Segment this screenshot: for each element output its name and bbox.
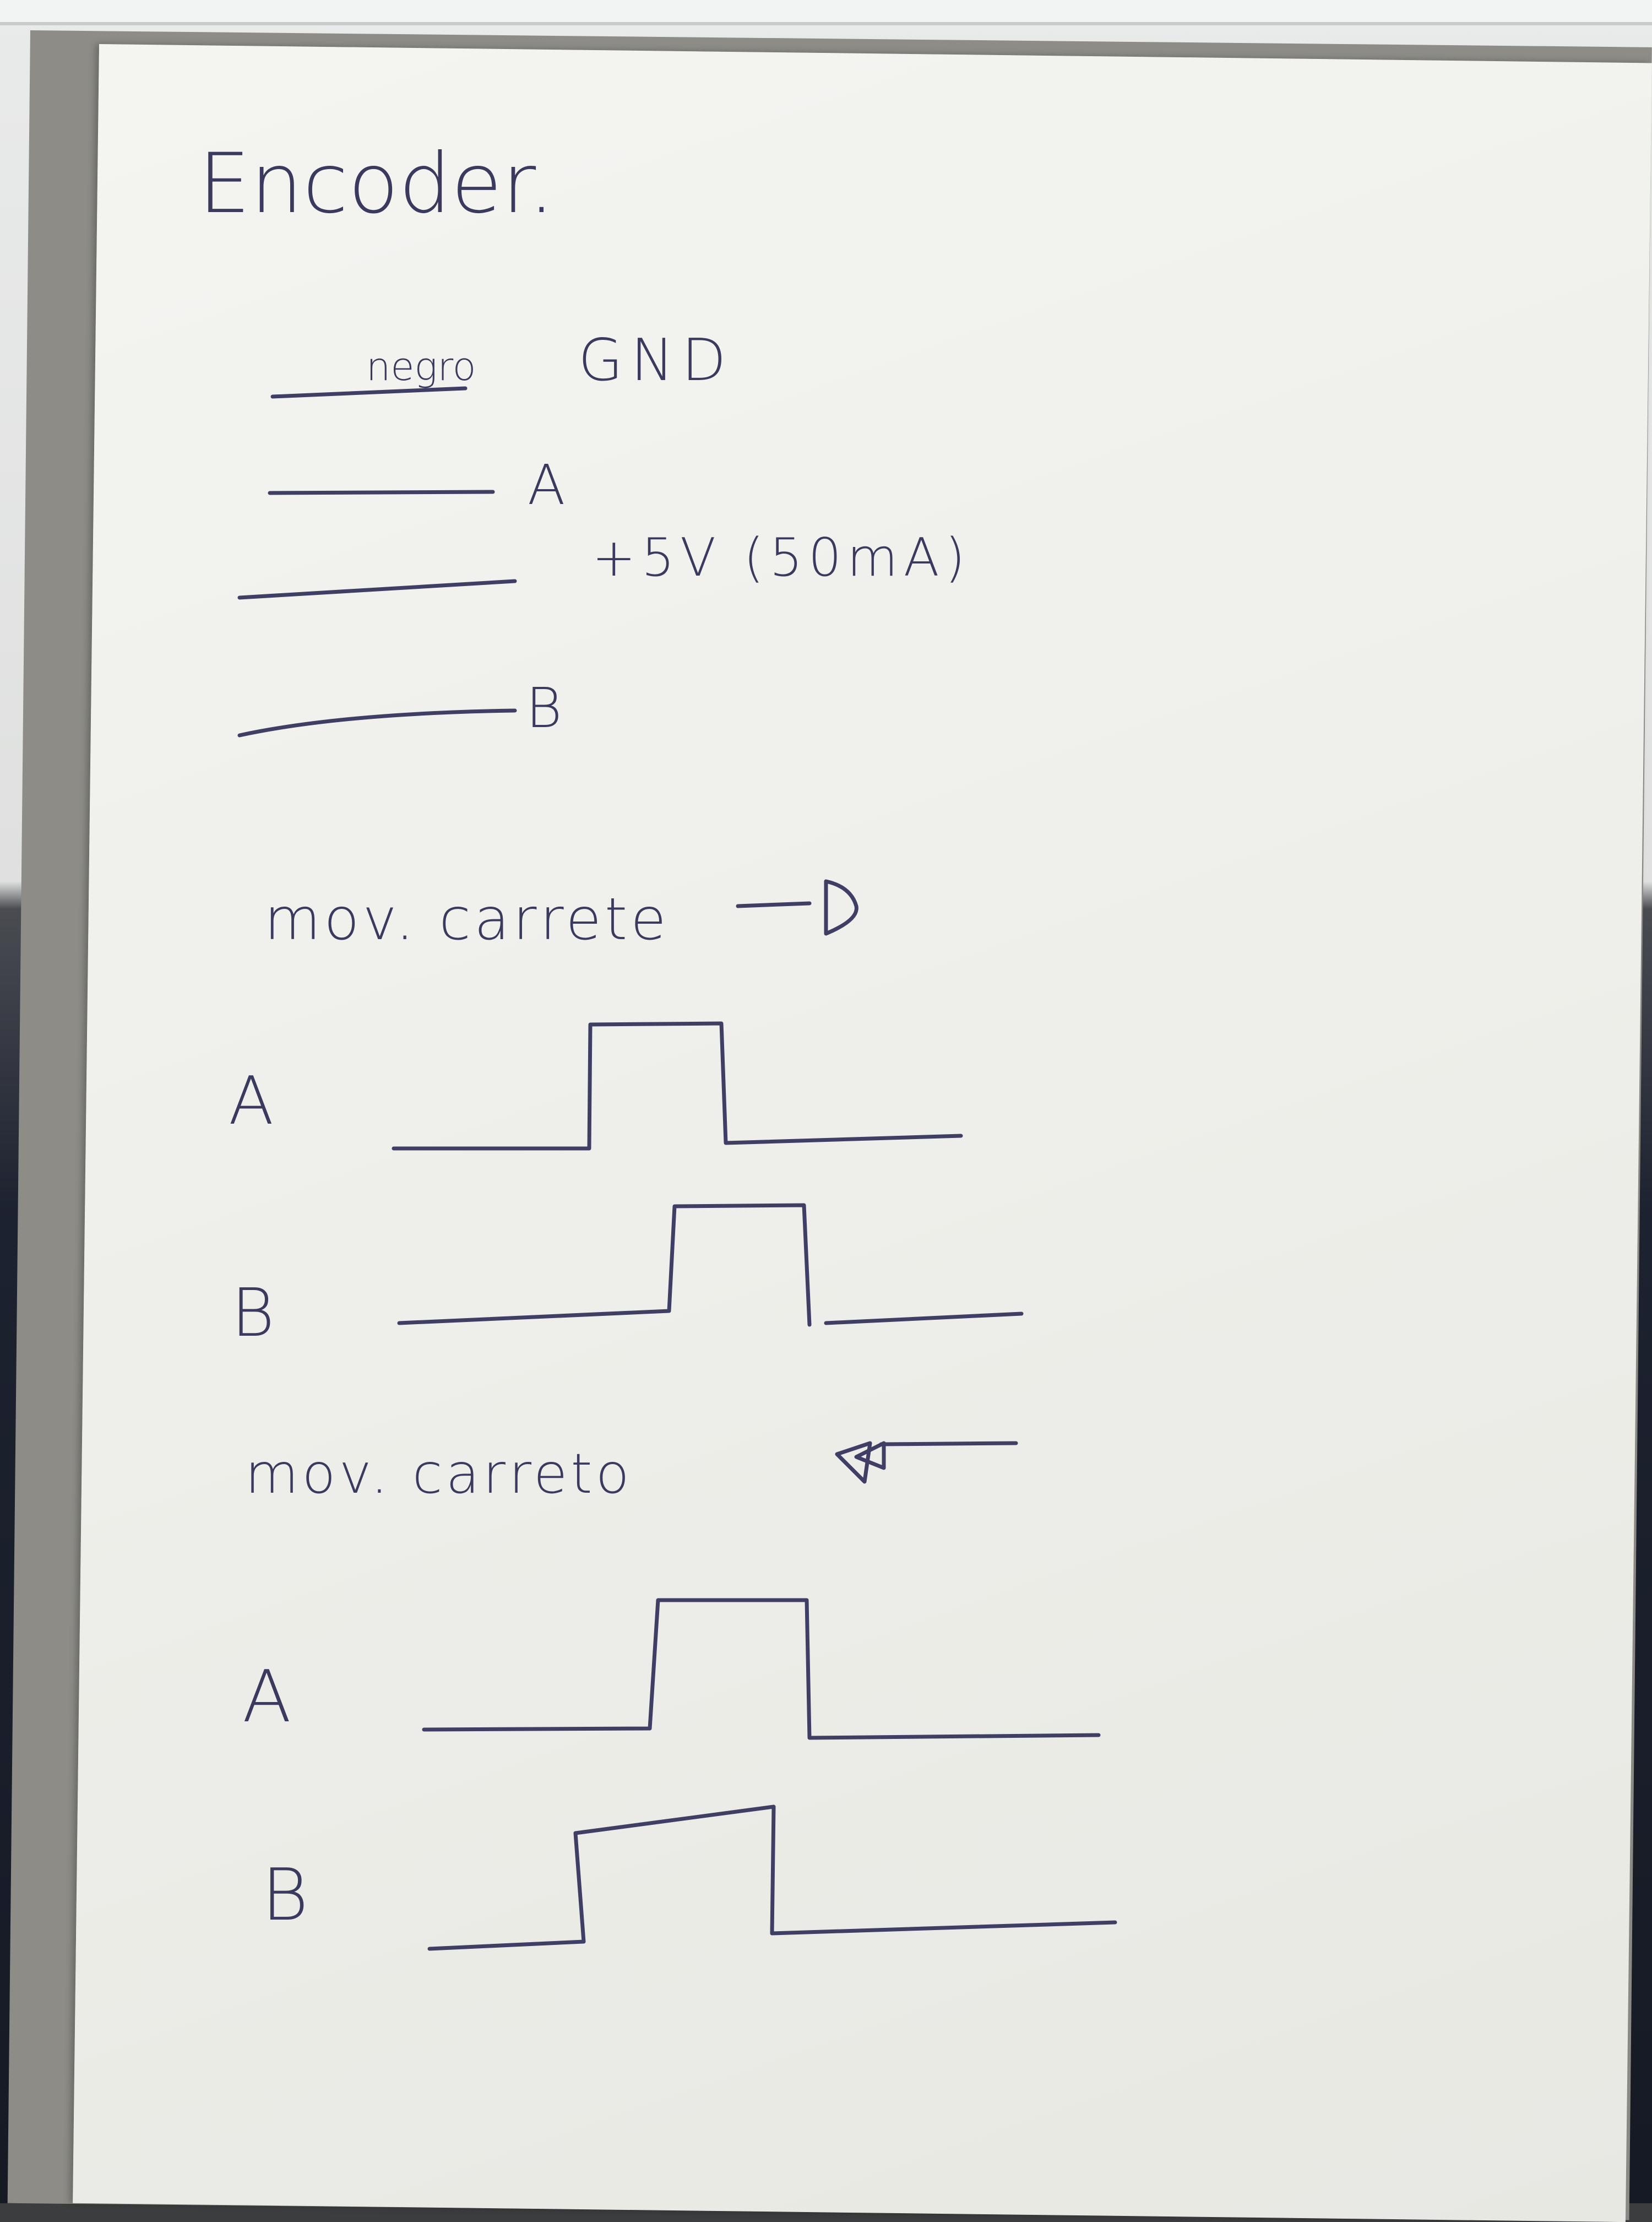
section-1-waveform-a [392, 1021, 963, 1151]
wire-a [268, 490, 495, 495]
section-2-waveform-a [422, 1598, 1101, 1740]
section-2-channel-b-label: B [262, 1853, 308, 1937]
section-1-channel-a-label: A [229, 1063, 274, 1140]
wire-a-label: A [528, 453, 565, 517]
section-1-caption: mov. carrete [264, 886, 670, 953]
board-edge [0, 0, 1652, 25]
section-2-channel-a-label: A [242, 1655, 291, 1738]
section-2-waveform-b [427, 1804, 1117, 1951]
section-2-caption: mov. carreto [245, 1441, 633, 1506]
wire-5v [237, 579, 517, 600]
page-title: Encoder. [198, 136, 555, 232]
wire-gnd-label: GND [578, 327, 734, 394]
wire-b-label: B [526, 676, 562, 740]
wire-5v-label: +5V (50mA) [592, 528, 971, 588]
wire-negro [270, 386, 468, 399]
section-1-waveform-b [397, 1203, 812, 1327]
right-arrow-icon [736, 879, 858, 936]
wire-b [237, 708, 517, 738]
wire-negro-label: negro [366, 344, 476, 389]
left-arrow-icon [835, 1441, 1018, 1484]
section-1-channel-b-label: B [231, 1275, 275, 1352]
section-1-waveform-b-tail [824, 1311, 1024, 1325]
